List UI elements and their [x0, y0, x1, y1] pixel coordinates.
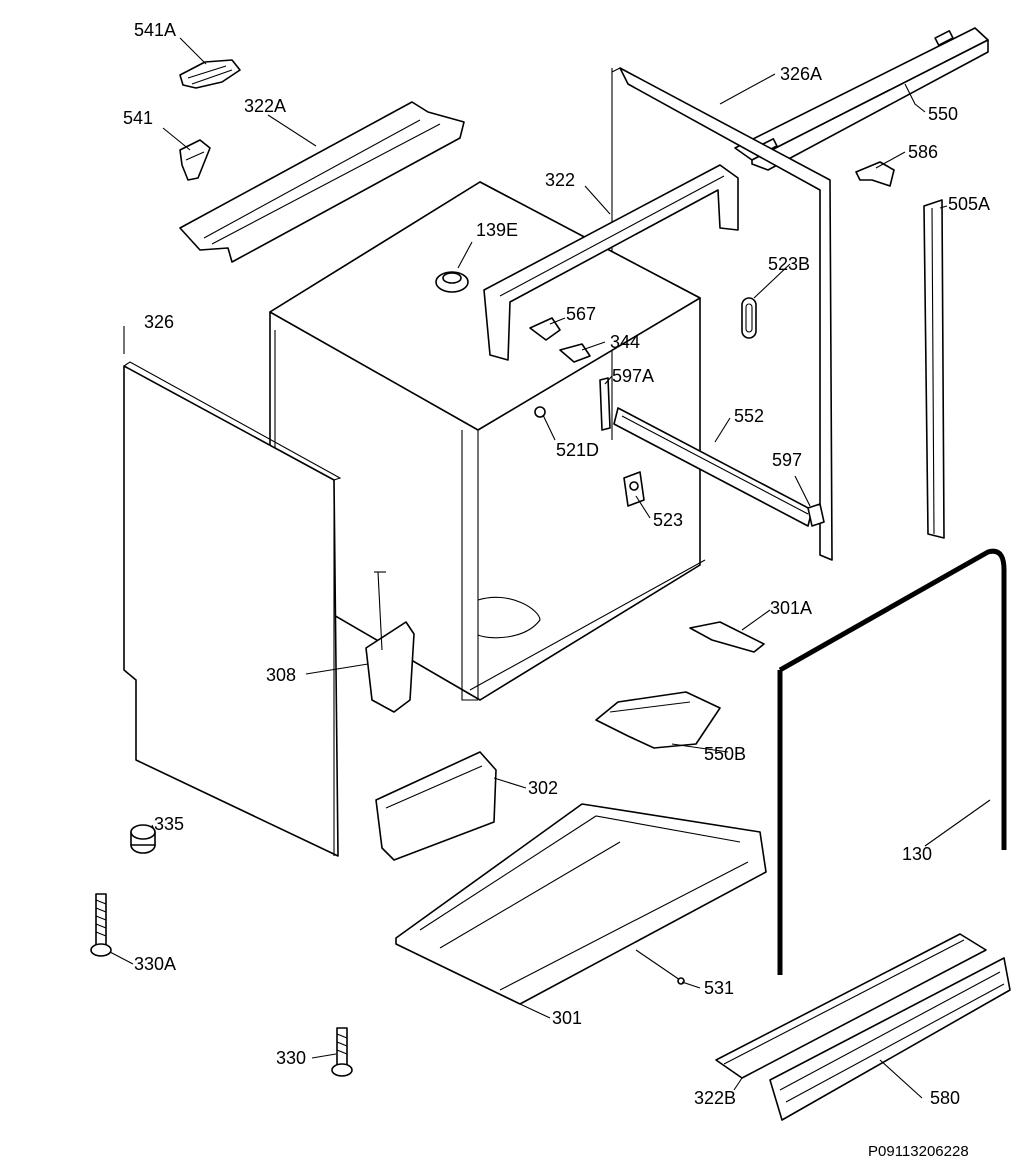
label-322B: 322B — [694, 1088, 736, 1108]
part-531-rod — [635, 949, 685, 985]
document-code: P09113206228 — [868, 1143, 969, 1160]
label-531: 531 — [704, 978, 734, 998]
label-597: 597 — [772, 450, 802, 470]
label-130: 130 — [902, 844, 932, 864]
part-523B-slot — [741, 297, 757, 339]
part-326A-550-top-bracket — [734, 27, 989, 171]
part-505A-strip — [923, 199, 945, 539]
part-302-panel — [375, 751, 497, 861]
part-580-rail — [769, 957, 1011, 1121]
part-130-door-seal — [777, 548, 1007, 975]
part-597A-hook — [599, 377, 611, 431]
label-301: 301 — [552, 1008, 582, 1028]
label-139E: 139E — [476, 220, 518, 240]
label-330A: 330A — [134, 954, 176, 974]
part-523-bracket — [623, 471, 645, 507]
label-567: 567 — [566, 304, 596, 324]
leader-lines — [109, 37, 991, 1099]
label-330: 330 — [276, 1048, 306, 1068]
part-541-bracket — [179, 139, 211, 181]
part-521D-bolt — [534, 406, 546, 418]
part-335-nut — [130, 824, 156, 854]
label-550: 550 — [928, 104, 958, 124]
label-552: 552 — [734, 406, 764, 426]
part-330A-screw — [90, 893, 112, 957]
label-541: 541 — [123, 108, 153, 128]
label-521D: 521D — [556, 440, 599, 460]
part-308-hinge — [365, 571, 415, 713]
part-552-rail — [613, 407, 813, 527]
label-322A: 322A — [244, 96, 286, 116]
label-301A: 301A — [770, 598, 812, 618]
part-301A-bracket — [689, 621, 765, 653]
label-302: 302 — [528, 778, 558, 798]
part-344-clip — [559, 343, 591, 363]
part-322B-rail — [715, 933, 987, 1079]
part-322A-rail — [179, 101, 465, 263]
label-326: 326 — [144, 312, 174, 332]
part-597-clip — [807, 503, 825, 527]
label-344: 344 — [610, 332, 640, 352]
part-labels: 541A 541 322A 326A 550 586 322 139E 505A… — [123, 20, 990, 1160]
label-523: 523 — [653, 510, 683, 530]
part-541A-clip — [179, 59, 241, 89]
label-550B: 550B — [704, 744, 746, 764]
part-586-clip — [855, 161, 895, 187]
part-322-rail — [483, 164, 739, 361]
label-523B: 523B — [768, 254, 810, 274]
label-308: 308 — [266, 665, 296, 685]
label-580: 580 — [930, 1088, 960, 1108]
part-139E-nut — [435, 271, 469, 293]
label-597A: 597A — [612, 366, 654, 386]
label-586: 586 — [908, 142, 938, 162]
part-330-screw — [331, 1027, 353, 1077]
part-301-base — [395, 803, 767, 1005]
part-326-left-side-panel — [123, 361, 342, 857]
label-326A: 326A — [780, 64, 822, 84]
label-505A: 505A — [948, 194, 990, 214]
part-550B-assembly — [595, 691, 721, 749]
label-541A: 541A — [134, 20, 176, 40]
label-322: 322 — [545, 170, 575, 190]
label-335: 335 — [154, 814, 184, 834]
